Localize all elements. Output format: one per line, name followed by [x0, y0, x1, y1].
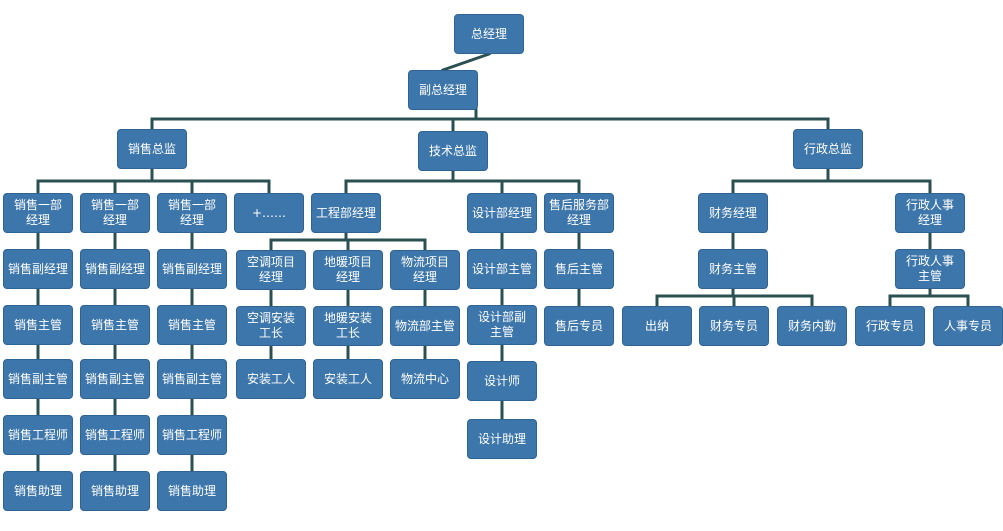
- org-node-hr-mgr[interactable]: 行政人事 经理: [895, 193, 965, 233]
- org-node-adm-spec[interactable]: 行政专员: [855, 306, 925, 346]
- org-node-s-more[interactable]: +……: [234, 193, 304, 233]
- org-node-s2-sup[interactable]: 销售主管: [80, 305, 150, 345]
- org-node-hr-sup[interactable]: 行政人事 主管: [895, 249, 965, 289]
- org-node-dgm[interactable]: 副总经理: [408, 70, 478, 110]
- org-node-designer[interactable]: 设计师: [467, 361, 537, 401]
- connector-gm-dgm: [441, 52, 491, 72]
- org-node-as-spec[interactable]: 售后专员: [544, 306, 614, 346]
- org-node-ac-pm[interactable]: 空调项目 经理: [236, 250, 306, 290]
- org-node-s3-mgr[interactable]: 销售一部 经理: [157, 193, 227, 233]
- org-node-s1-dsup[interactable]: 销售副主管: [3, 359, 73, 399]
- org-node-ac-w[interactable]: 安装工人: [236, 359, 306, 399]
- org-node-des-ast[interactable]: 设计助理: [467, 419, 537, 459]
- org-node-tech-dir[interactable]: 技术总监: [418, 131, 488, 171]
- org-node-s3-dmgr[interactable]: 销售副经理: [157, 249, 227, 289]
- org-node-fin-audit[interactable]: 财务内勤: [777, 306, 847, 346]
- org-node-s3-dsup[interactable]: 销售副主管: [157, 359, 227, 399]
- org-node-s2-dmgr[interactable]: 销售副经理: [80, 249, 150, 289]
- org-node-s3-sup[interactable]: 销售主管: [157, 305, 227, 345]
- org-node-s1-dmgr[interactable]: 销售副经理: [3, 249, 73, 289]
- org-node-s1-mgr[interactable]: 销售一部 经理: [3, 193, 73, 233]
- org-node-lg-pm[interactable]: 物流项目 经理: [390, 250, 460, 290]
- org-node-s1-eng[interactable]: 销售工程师: [3, 415, 73, 455]
- org-node-hr-spec[interactable]: 人事专员: [933, 306, 1003, 346]
- org-node-sales-dir[interactable]: 销售总监: [117, 129, 187, 169]
- org-node-s2-ast[interactable]: 销售助理: [80, 471, 150, 511]
- org-node-s1-sup[interactable]: 销售主管: [3, 305, 73, 345]
- org-node-s2-mgr[interactable]: 销售一部 经理: [80, 193, 150, 233]
- org-node-fin-spec[interactable]: 财务专员: [699, 306, 769, 346]
- org-node-s2-dsup[interactable]: 销售副主管: [80, 359, 150, 399]
- org-node-fh-w[interactable]: 安装工人: [313, 359, 383, 399]
- org-node-eng-mgr[interactable]: 工程部经理: [311, 193, 381, 233]
- org-node-des-dsup[interactable]: 设计部副 主管: [467, 305, 537, 345]
- org-node-s3-ast[interactable]: 销售助理: [157, 471, 227, 511]
- org-node-s3-eng[interactable]: 销售工程师: [157, 415, 227, 455]
- org-node-des-mgr[interactable]: 设计部经理: [467, 193, 537, 233]
- org-node-s1-ast[interactable]: 销售助理: [3, 471, 73, 511]
- org-node-as-mgr[interactable]: 售后服务部 经理: [544, 193, 614, 233]
- org-node-as-sup[interactable]: 售后主管: [544, 249, 614, 289]
- org-node-fh-fm[interactable]: 地暖安装 工长: [313, 306, 383, 346]
- org-node-admin-dir[interactable]: 行政总监: [793, 129, 863, 169]
- org-node-gm[interactable]: 总经理: [454, 14, 524, 54]
- org-node-cashier[interactable]: 出纳: [622, 306, 692, 346]
- org-node-lg-ctr[interactable]: 物流中心: [390, 359, 460, 399]
- org-node-fh-pm[interactable]: 地暖项目 经理: [313, 250, 383, 290]
- org-node-s2-eng[interactable]: 销售工程师: [80, 415, 150, 455]
- org-node-fin-mgr[interactable]: 财务经理: [698, 193, 768, 233]
- org-node-des-sup[interactable]: 设计部主管: [467, 249, 537, 289]
- org-node-lg-sup[interactable]: 物流部主管: [390, 306, 460, 346]
- org-node-ac-fm[interactable]: 空调安装 工长: [236, 306, 306, 346]
- org-node-fin-sup[interactable]: 财务主管: [698, 249, 768, 289]
